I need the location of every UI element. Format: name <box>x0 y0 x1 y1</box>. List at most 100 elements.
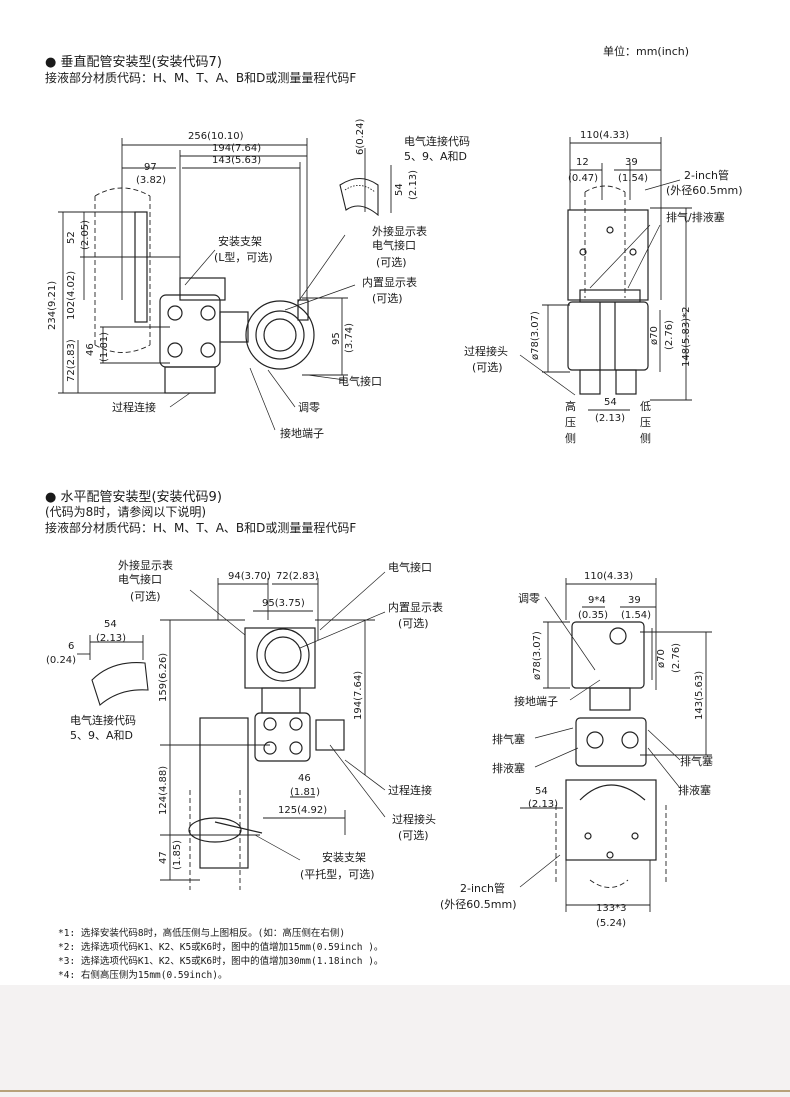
label-proc-conn: 过程接头 <box>464 345 508 358</box>
s2-left-bracket <box>188 717 263 869</box>
s2-left-pipe <box>189 790 241 890</box>
dim-125: 125(4.92) <box>278 805 328 816</box>
s2-left-transmitter <box>244 627 345 762</box>
dim-54b-inch: (2.13) <box>96 633 127 644</box>
dim-110: 110(4.33) <box>580 130 630 141</box>
s2-left-elec-code-inset <box>91 662 149 706</box>
dim-133-inch: (5.24) <box>596 918 627 929</box>
s1-left-pipe <box>94 187 151 353</box>
label-elec-code-b-2: 5、9、A和D <box>70 729 133 742</box>
dim-39: 39 <box>625 157 638 168</box>
dim-9-inch: (0.35) <box>578 610 609 621</box>
dim-52: 52 <box>66 231 77 244</box>
dim-47: 47 <box>158 851 169 864</box>
label-high-1: 高 <box>565 400 576 413</box>
dim-70b: ø70 <box>656 649 667 668</box>
s1-left-bracket <box>100 211 226 323</box>
s1-right-dimension-lines <box>542 137 692 411</box>
section2-title: ● 水平配管安装型(安装代码9) <box>45 490 222 505</box>
dim-54: 54 <box>394 183 405 196</box>
dim-72: 72(2.83) <box>66 339 77 382</box>
dim-54c-inch: (2.13) <box>528 799 559 810</box>
s2-right-pipe <box>555 805 667 888</box>
label-drain-right: 排液塞 <box>678 784 711 797</box>
dim-39b: 39 <box>628 595 641 606</box>
dim-234: 234(9.21) <box>47 280 58 330</box>
dim-159: 159(6.26) <box>158 652 169 702</box>
label-ext-display-b: 外接显示表 <box>118 559 173 572</box>
s1-right-pipe <box>584 185 626 298</box>
label-zero: 调零 <box>298 401 320 414</box>
label-elec-code-2: 5、9、A和D <box>404 150 467 163</box>
s2-right-leaders <box>519 596 681 888</box>
dim-95b: 95(3.75) <box>262 598 305 609</box>
footnote-4: *4: 右侧高压侧为15mm(0.59inch)。 <box>58 970 228 981</box>
s2-left-leaders <box>189 571 386 861</box>
dim-52-inch: (2.05) <box>80 219 91 250</box>
label-proc-conn-2: (可选) <box>472 361 503 374</box>
dim-47-inch: (1.85) <box>172 839 183 870</box>
bottom-band <box>0 985 790 1097</box>
label-vent: 排气/排液塞 <box>666 211 725 224</box>
label-vent-right: 排气塞 <box>680 755 713 768</box>
label-vent-left: 排气塞 <box>492 733 525 746</box>
s1-left-elec-code-inset <box>339 177 379 217</box>
dim-143b: 143(5.63) <box>694 670 705 720</box>
s1-left-transmitter <box>159 294 315 394</box>
dim-133: 133*3 <box>596 903 627 914</box>
dim-256: 256(10.10) <box>188 131 244 142</box>
unit-label: 单位：mm(inch) <box>603 45 690 58</box>
label-pipe-b: 2-inch管 <box>460 882 506 895</box>
section1-subtitle: 接液部分材质代码：H、M、T、A、B和D或测量量程代码F <box>45 71 357 85</box>
footnote-2: *2: 选择选项代码K1、K2、K5或K6时，图中的值增加15mm(0.59in… <box>58 942 384 953</box>
label-int-display-b: 内置显示表 <box>388 601 443 614</box>
dim-194b: 194(7.64) <box>353 670 364 720</box>
label-int-display-b-2: (可选) <box>398 617 429 630</box>
label-high-2: 压 <box>565 416 576 429</box>
dim-72b: 72(2.83) <box>276 571 319 582</box>
dim-39b-inch: (1.54) <box>621 610 652 621</box>
dim-12: 12 <box>576 157 589 168</box>
dim-6b: 6 <box>68 641 75 652</box>
s2-left-dimension-lines <box>77 578 375 881</box>
label-high-3: 侧 <box>565 432 576 445</box>
dim-95: 95 <box>331 332 342 345</box>
label-elec-code-b: 电气连接代码 <box>70 714 136 727</box>
dim-54-r-inch: (2.13) <box>595 413 626 424</box>
dim-143: 143(5.63) <box>212 155 262 166</box>
s2-right-transmitter <box>565 621 657 861</box>
label-pipe-b-2: (外径60.5mm) <box>440 898 517 911</box>
dim-78: ø78(3.07) <box>530 311 541 360</box>
dim-46b: 46 <box>298 773 311 784</box>
footnote-1: *1: 选择安装代码8时，高低压侧与上图相反。(如：高压侧在右侧) <box>58 928 346 939</box>
dim-6: 6(0.24) <box>355 118 366 155</box>
dim-39-inch: (1.54) <box>618 173 649 184</box>
dim-9: 9*4 <box>588 595 606 606</box>
label-process-b: 过程连接 <box>388 784 432 797</box>
dim-78b: ø78(3.07) <box>532 631 543 680</box>
label-bracket: 安装支架 <box>218 235 262 248</box>
dim-95-inch: (3.74) <box>344 322 355 353</box>
s1-right-leaders <box>519 179 681 396</box>
label-elec-port-b: 电气接口 <box>388 561 432 574</box>
label-low-3: 侧 <box>640 432 651 445</box>
dim-54b: 54 <box>104 619 117 630</box>
label-drain-left: 排液塞 <box>492 762 525 775</box>
label-bracket-b-2: (平托型，可选) <box>300 868 375 881</box>
dim-70: ø70 <box>649 326 660 345</box>
dim-46: 46 <box>85 343 96 356</box>
label-int-display-2: (可选) <box>372 292 403 305</box>
label-pipe-2: (外径60.5mm) <box>666 184 743 197</box>
dim-124: 124(4.88) <box>158 765 169 815</box>
s1-right-transmitter <box>567 209 649 395</box>
label-ext-display-3: (可选) <box>376 256 407 269</box>
s1-left-leaders <box>169 234 356 431</box>
dim-94: 94(3.70) <box>228 571 271 582</box>
s1-left-dimension-lines <box>58 138 392 394</box>
label-ext-display-b-2: 电气接口 <box>118 573 162 586</box>
dim-97: 97 <box>144 162 157 173</box>
label-proc-conn-b-2: (可选) <box>398 829 429 842</box>
label-bracket-2: (L型，可选) <box>214 251 273 264</box>
dim-46b-inch: (1.81) <box>290 787 321 798</box>
label-proc-conn-b: 过程接头 <box>392 813 436 826</box>
